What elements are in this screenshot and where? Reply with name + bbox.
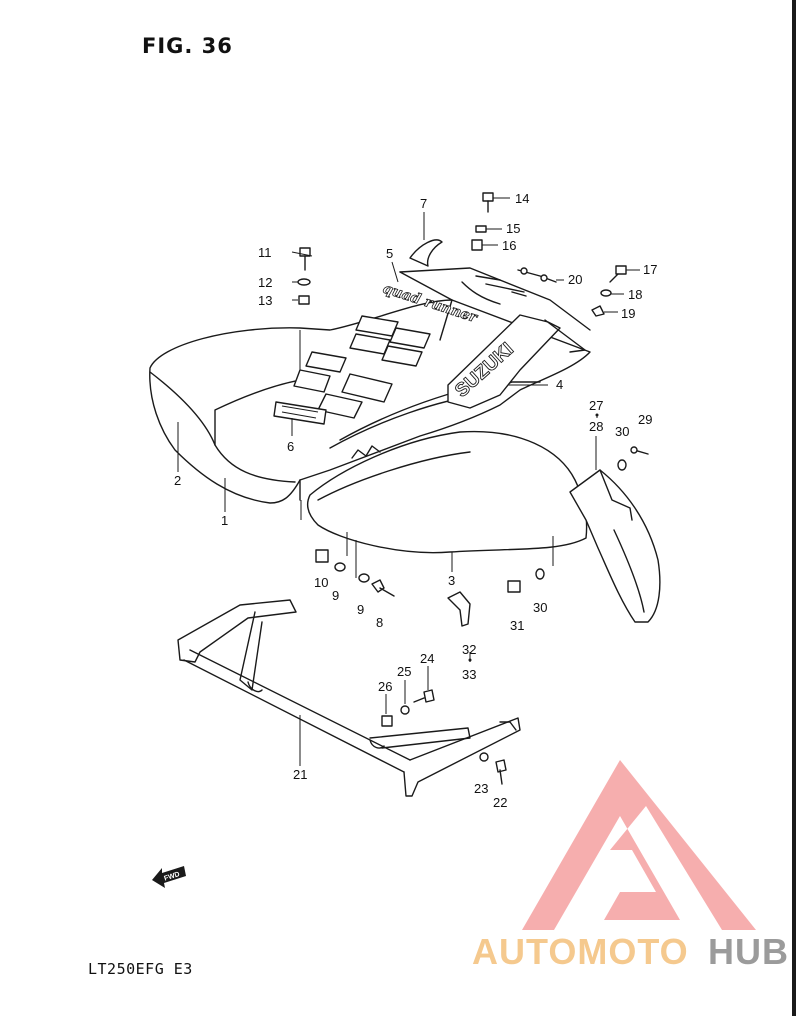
figure-title: FIG. 36 xyxy=(142,34,233,58)
callout-23: 23 xyxy=(474,781,488,796)
callout-8: 8 xyxy=(376,615,383,630)
callout-10: 10 xyxy=(314,575,328,590)
leader-lines xyxy=(177,197,640,766)
callout-13: 13 xyxy=(258,293,272,308)
callout-25: 25 xyxy=(397,664,411,679)
callout-9b: 9 xyxy=(357,602,364,617)
callout-7: 7 xyxy=(420,196,427,211)
callout-26: 26 xyxy=(378,679,392,694)
callout-4: 4 xyxy=(556,377,563,392)
callout-27: 27 xyxy=(589,398,603,413)
small-decal xyxy=(273,401,327,425)
callout-30b: 30 xyxy=(533,600,547,615)
callout-19: 19 xyxy=(621,306,635,321)
callout-2: 2 xyxy=(174,473,181,488)
callout-9a: 9 xyxy=(332,588,339,603)
callout-20: 20 xyxy=(568,272,582,287)
callout-18: 18 xyxy=(628,287,642,302)
callout-3: 3 xyxy=(448,573,455,588)
callout-11: 11 xyxy=(258,245,272,260)
callout-31: 31 xyxy=(510,618,524,633)
fwd-label: FWD xyxy=(163,871,180,883)
model-code: LT250EFG E3 xyxy=(88,960,193,978)
callout-33: 33 xyxy=(462,667,476,682)
rear-fender xyxy=(149,267,591,504)
callout-22: 22 xyxy=(493,795,507,810)
mud-flap xyxy=(569,469,661,623)
callout-30a: 30 xyxy=(615,424,629,439)
hardware xyxy=(297,192,649,785)
watermark-text-1: AUTOMOTO xyxy=(472,931,689,972)
watermark-text-2: HUB xyxy=(708,931,789,972)
callout-14: 14 xyxy=(515,191,529,206)
callout-15: 15 xyxy=(506,221,520,236)
callout-12: 12 xyxy=(258,275,272,290)
callout-21: 21 xyxy=(293,767,307,782)
callout-16: 16 xyxy=(502,238,516,253)
callout-28: 28 xyxy=(589,419,603,434)
scan-edge xyxy=(792,0,796,1016)
callout-5: 5 xyxy=(386,246,393,261)
rear-carrier xyxy=(177,599,521,797)
callout-29: 29 xyxy=(638,412,652,427)
callout-24: 24 xyxy=(420,651,434,666)
callout-32: 32 xyxy=(462,642,476,657)
callout-17: 17 xyxy=(643,262,657,277)
callout-1: 1 xyxy=(221,513,228,528)
callout-6: 6 xyxy=(287,439,294,454)
fender-panel xyxy=(306,430,588,554)
callout-labels: 1 2 3 4 5 6 7 8 9 9 10 11 12 13 14 15 16… xyxy=(174,191,657,810)
fwd-arrow-icon: FWD xyxy=(152,866,186,888)
watermark-logo: AUTOMOTO HUB xyxy=(472,760,789,972)
